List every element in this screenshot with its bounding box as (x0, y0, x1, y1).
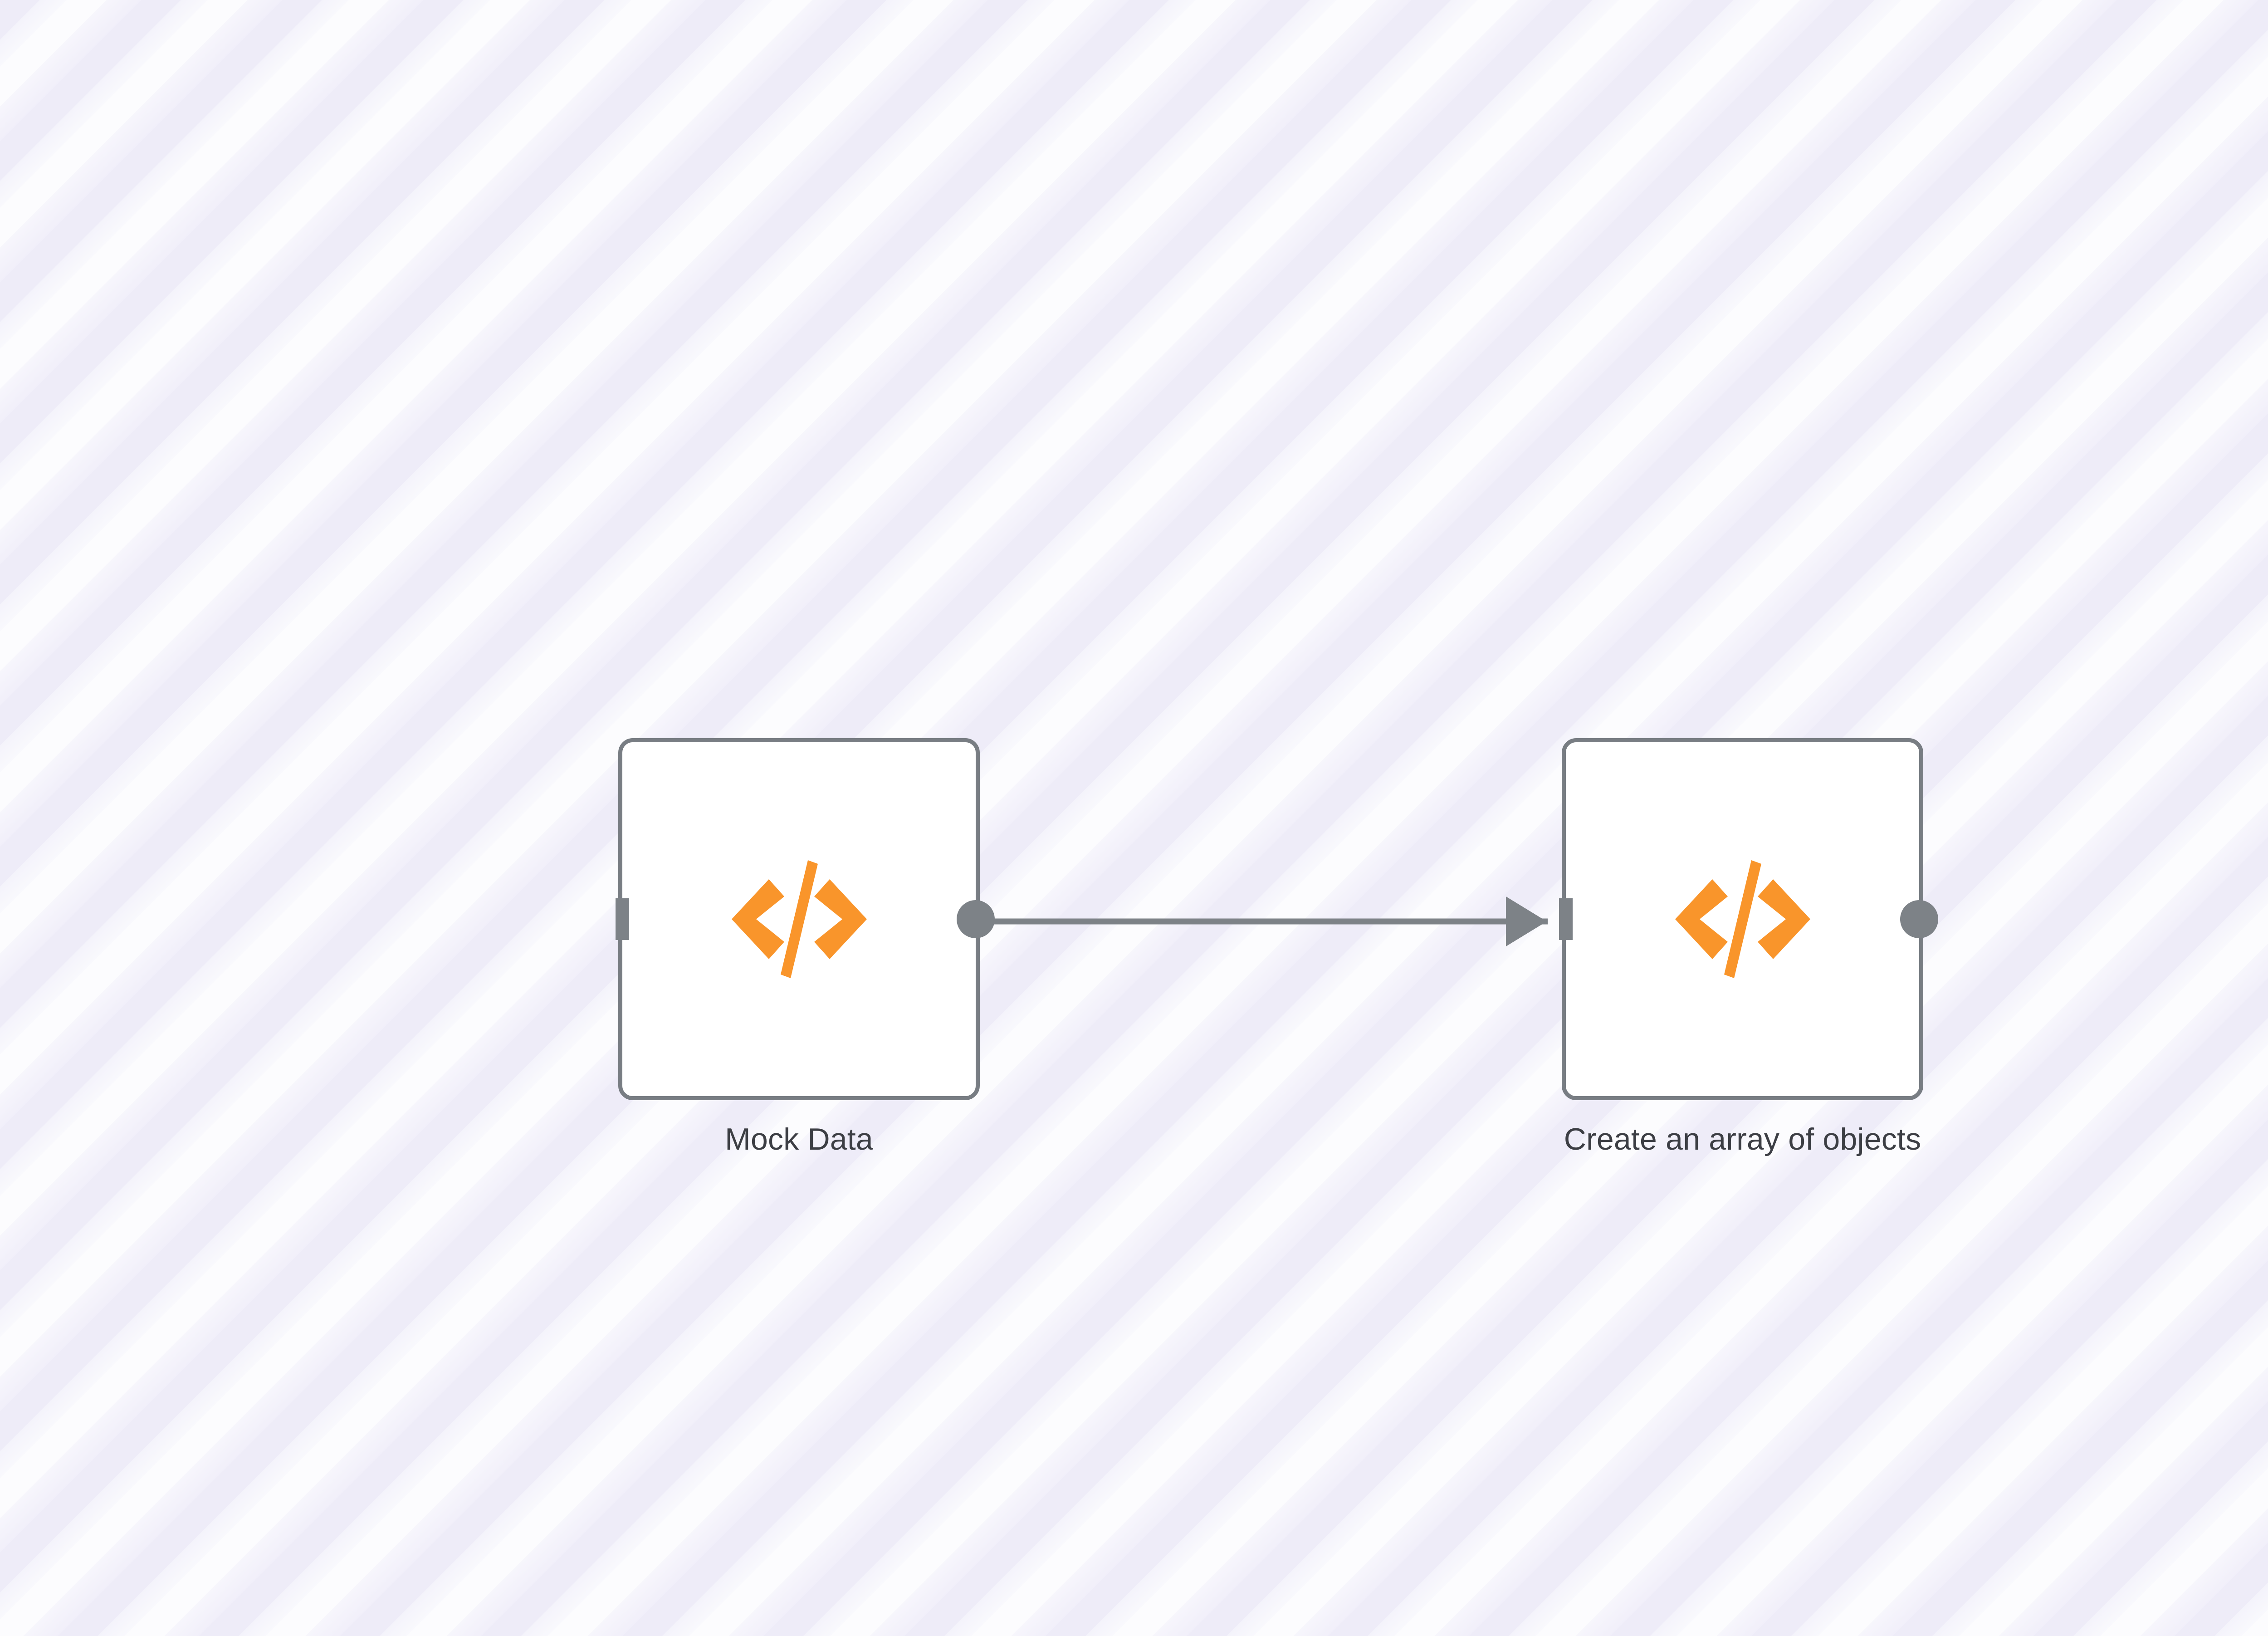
output-port[interactable] (1900, 900, 1938, 938)
input-port[interactable] (1559, 898, 1573, 940)
node-mock-data[interactable] (616, 738, 995, 1100)
output-port[interactable] (957, 900, 995, 938)
input-port[interactable] (616, 898, 629, 940)
code-brackets-icon (731, 860, 867, 978)
code-brackets-icon (1675, 860, 1810, 978)
arrowhead-icon (1506, 896, 1547, 946)
connection-mock-data-to-create-array[interactable] (978, 896, 1548, 946)
node-label-mock-data: Mock Data (725, 1122, 873, 1156)
node-label-create-an-array-of-objects: Create an array of objects (1564, 1122, 1921, 1156)
node-create-an-array-of-objects[interactable] (1559, 738, 1938, 1100)
